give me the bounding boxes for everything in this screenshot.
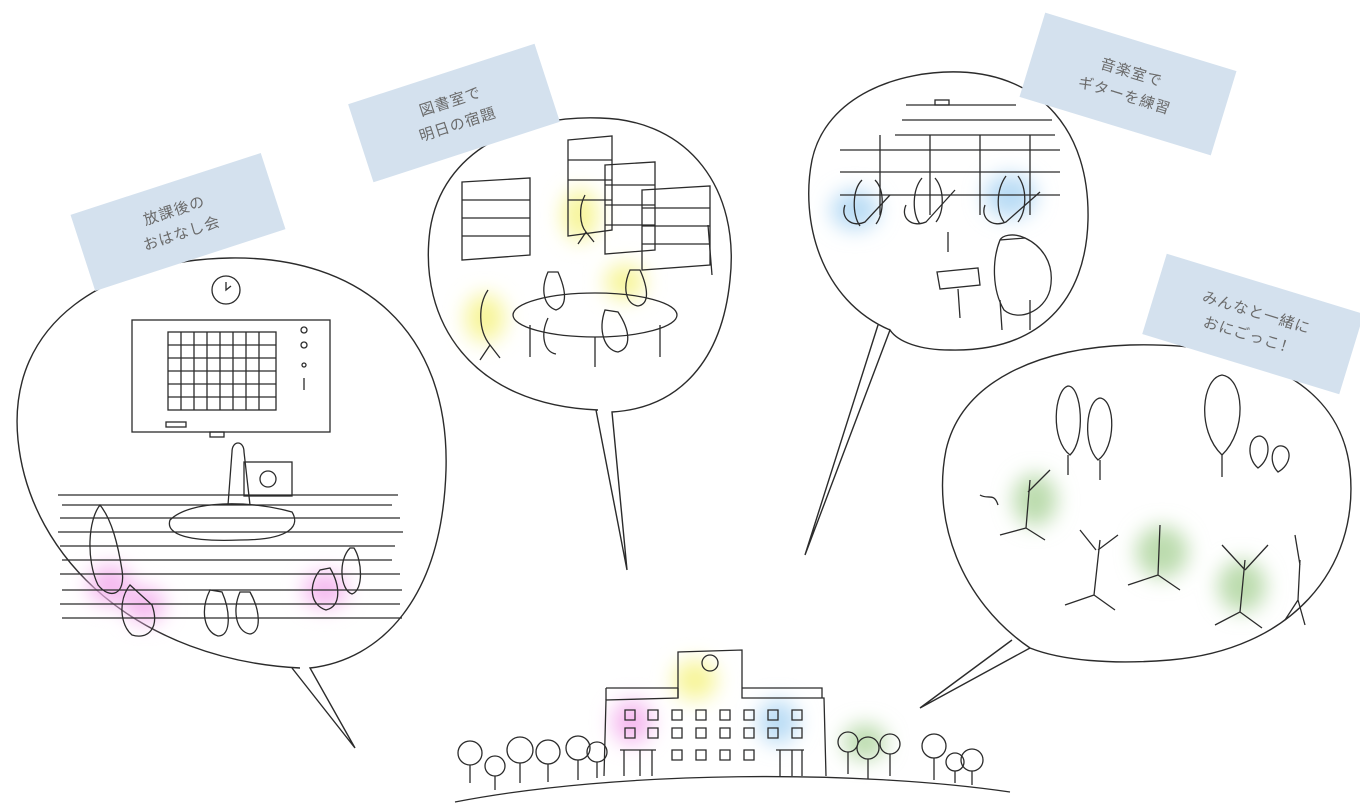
guitar-icon [983,191,1041,225]
bookshelf-icon [461,177,531,261]
school-building-icon [603,649,827,777]
tree-row-left [457,735,608,790]
speech-bubble-talk [16,257,447,749]
bookshelf-icon [604,161,656,255]
clock-icon [701,654,719,672]
speech-bubble-tag [919,344,1352,709]
talk-scene [58,275,403,637]
guitar-icon [843,194,891,225]
bookshelf-icon [641,185,711,271]
bookshelf-icon [567,135,613,237]
tree-icon [1271,445,1290,473]
ground-line [454,775,1011,803]
tree-icon [1249,435,1269,469]
tree-icon [1204,374,1241,477]
library-scene [461,135,713,367]
tree-icon [1087,397,1113,480]
school-scene [454,649,1011,803]
blackboard [131,319,331,433]
clock-icon [211,275,241,305]
tree-icon [1055,385,1081,475]
music-scene [831,99,1060,331]
tree-row-right [837,731,984,785]
guitar-icon [903,189,956,225]
tag-scene [979,374,1306,629]
clock-sign [243,461,293,497]
speech-bubble-library [427,117,732,571]
